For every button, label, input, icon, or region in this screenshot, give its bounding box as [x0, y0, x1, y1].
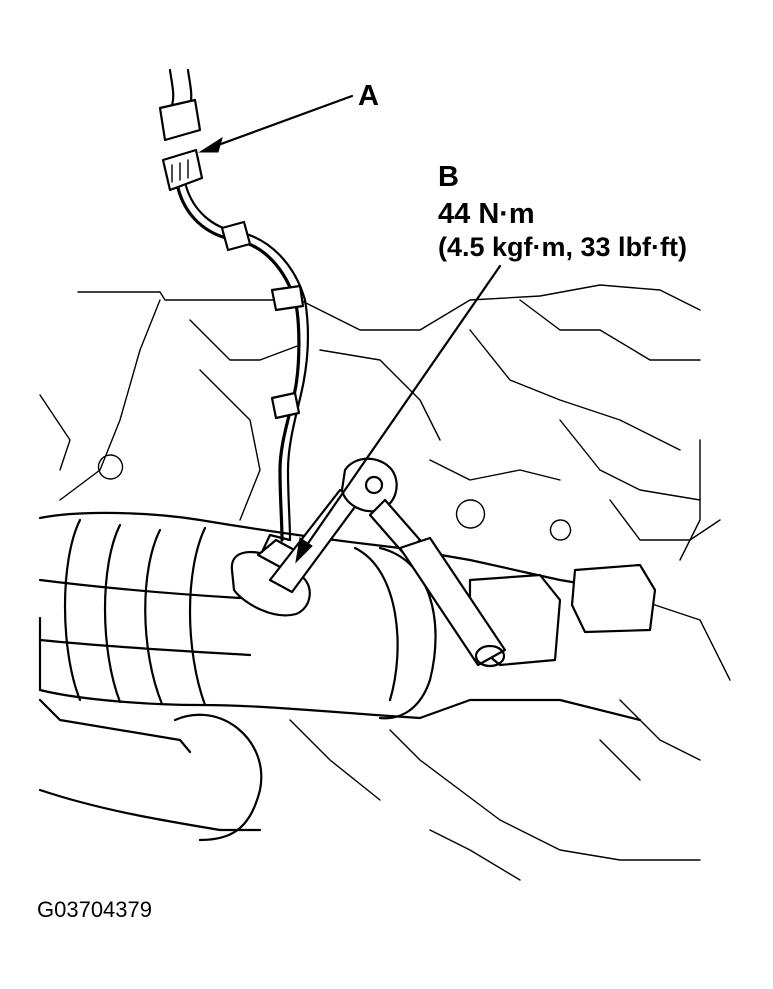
callout-a-label: A [358, 80, 379, 112]
exhaust-pipe [38, 511, 642, 842]
chassis-background [39, 284, 731, 881]
figure-id: G03704379 [37, 897, 152, 922]
connector-a [158, 68, 204, 192]
sensor-harness [176, 184, 309, 542]
socket-wrench [268, 457, 507, 668]
callout-b-label: B [438, 161, 459, 193]
leader-b [295, 264, 502, 564]
torque-spec-alternate: (4.5 kgf·m, 33 lbf·ft) [438, 232, 688, 262]
torque-spec-nm: 44 N·m [438, 198, 535, 230]
leader-a [198, 94, 354, 153]
